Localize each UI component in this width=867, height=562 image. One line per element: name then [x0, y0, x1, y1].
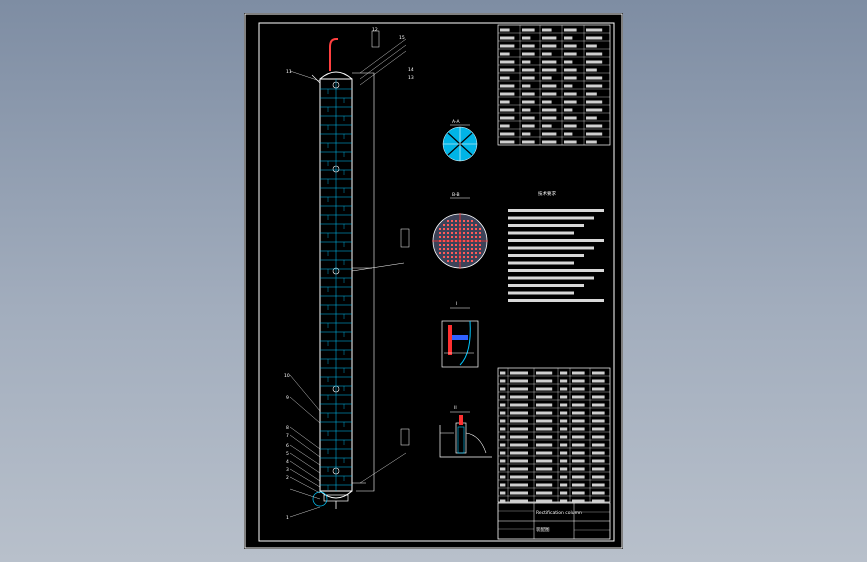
callout-leaders — [289, 38, 407, 518]
drawing-subname: 装配图 — [536, 526, 550, 533]
detail-ii-title: II — [454, 405, 457, 411]
drawing-sheet: 11 10 9 8 7 6 5 4 3 2 1 12 15 14 13 A-A … — [244, 13, 623, 549]
section-b-title: B-B — [452, 192, 460, 198]
callout-14: 14 — [408, 67, 414, 73]
technical-requirements: 技术要求 — [508, 190, 604, 302]
callout-8: 8 — [286, 425, 289, 431]
dimension-marks — [351, 30, 410, 446]
callout-3: 3 — [286, 467, 289, 473]
detail-ii-view: II — [439, 405, 492, 458]
callout-15: 15 — [399, 35, 405, 41]
title-block: Rectification column 装配图 — [497, 502, 611, 540]
callout-4: 4 — [286, 459, 289, 465]
callout-7: 7 — [286, 433, 289, 439]
column-trays — [320, 88, 352, 490]
section-a-view: A-A — [442, 119, 478, 162]
callout-12: 12 — [372, 27, 378, 33]
callout-6: 6 — [286, 443, 289, 449]
outer-frame — [244, 13, 623, 549]
inner-frame — [258, 22, 615, 542]
detail-i-view: I — [441, 301, 479, 368]
callout-2: 2 — [286, 475, 289, 481]
column-vessel — [311, 38, 375, 509]
cad-drawing: 11 10 9 8 7 6 5 4 3 2 1 12 15 14 13 A-A … — [244, 13, 623, 549]
tech-req-title: 技术要求 — [538, 190, 556, 197]
drawing-name: Rectification column — [536, 510, 582, 516]
callout-10: 10 — [284, 373, 290, 379]
callout-5: 5 — [286, 451, 289, 457]
detail-i-title: I — [456, 301, 457, 307]
callout-9: 9 — [286, 395, 289, 401]
parts-list-table — [497, 367, 611, 503]
callout-1: 1 — [286, 515, 289, 521]
section-a-title: A-A — [452, 119, 461, 125]
callout-labels: 11 10 9 8 7 6 5 4 3 2 1 12 15 14 13 — [284, 27, 414, 521]
callout-11: 11 — [286, 69, 292, 75]
callout-13: 13 — [408, 75, 414, 81]
design-data-table — [497, 24, 611, 146]
section-b-view: B-B — [432, 192, 488, 269]
